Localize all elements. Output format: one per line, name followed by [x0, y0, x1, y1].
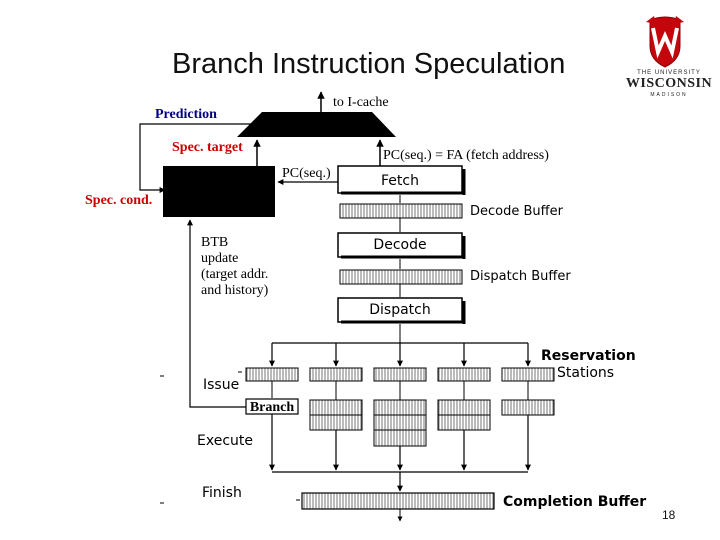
pc-fa-label: PC(seq.) = FA (fetch address): [383, 148, 549, 163]
dispatch-stage-box: [337, 297, 463, 323]
btb-box: [163, 166, 275, 217]
slide-title: Branch Instruction Speculation: [172, 48, 566, 80]
slide-number: 18: [662, 508, 676, 522]
dispatch-buffer: [339, 269, 463, 285]
reservation-stations-label-2: Stations: [557, 365, 614, 381]
exec-unit-5: [501, 399, 555, 416]
finish-label: Finish: [202, 485, 242, 501]
spec-cond-label: Spec. cond.: [85, 193, 152, 208]
icache-trapezoid: [237, 112, 396, 137]
logo-line-wisconsin: WISCONSIN: [625, 76, 713, 91]
btb-update-label-4: and history): [201, 283, 269, 298]
spec-target-label: Spec. target: [172, 140, 243, 155]
to-icache-label: to I-cache: [333, 95, 389, 110]
fetch-stage-label: Fetch: [381, 173, 419, 189]
issue-label: Issue: [203, 377, 239, 393]
pc-seq-label: PC(seq.): [282, 166, 331, 181]
crest-icon: [646, 16, 684, 68]
reservation-station-3: [373, 367, 427, 382]
decode-stage-label: Decode: [373, 237, 426, 253]
prediction-label: Prediction: [155, 107, 217, 122]
prediction-line: [139, 123, 262, 193]
btb-update-label-3: (target addr.: [201, 267, 268, 282]
reservation-station-4: [437, 367, 491, 382]
dispatch-stage-label: Dispatch: [369, 302, 431, 318]
exec-unit-3: [373, 399, 427, 447]
branch-unit-label: Branch: [250, 400, 295, 415]
completion-buffer-label: Completion Buffer: [503, 494, 646, 510]
reservation-station-2: [309, 367, 363, 382]
reservation-stations-label: Reservation: [541, 348, 636, 364]
execute-label: Execute: [197, 433, 253, 449]
logo-line-university: THE UNIVERSITY: [637, 70, 701, 76]
logo-line-madison: MADISON: [650, 92, 688, 98]
btb-update-line: [187, 219, 246, 408]
fetch-stage-box: [337, 165, 463, 194]
reservation-station-5: [501, 367, 555, 382]
decode-buffer: [339, 203, 463, 219]
decode-buffer-label: Decode Buffer: [470, 204, 564, 219]
reservation-station-1: [245, 367, 299, 382]
btb-update-label-1: BTB: [201, 235, 228, 250]
dispatch-buffer-label: Dispatch Buffer: [470, 269, 571, 284]
completion-buffer: [301, 492, 495, 510]
btb-update-label-2: update: [201, 251, 238, 266]
university-logo: THE UNIVERSITY WISCONSIN MADISON: [620, 12, 712, 102]
